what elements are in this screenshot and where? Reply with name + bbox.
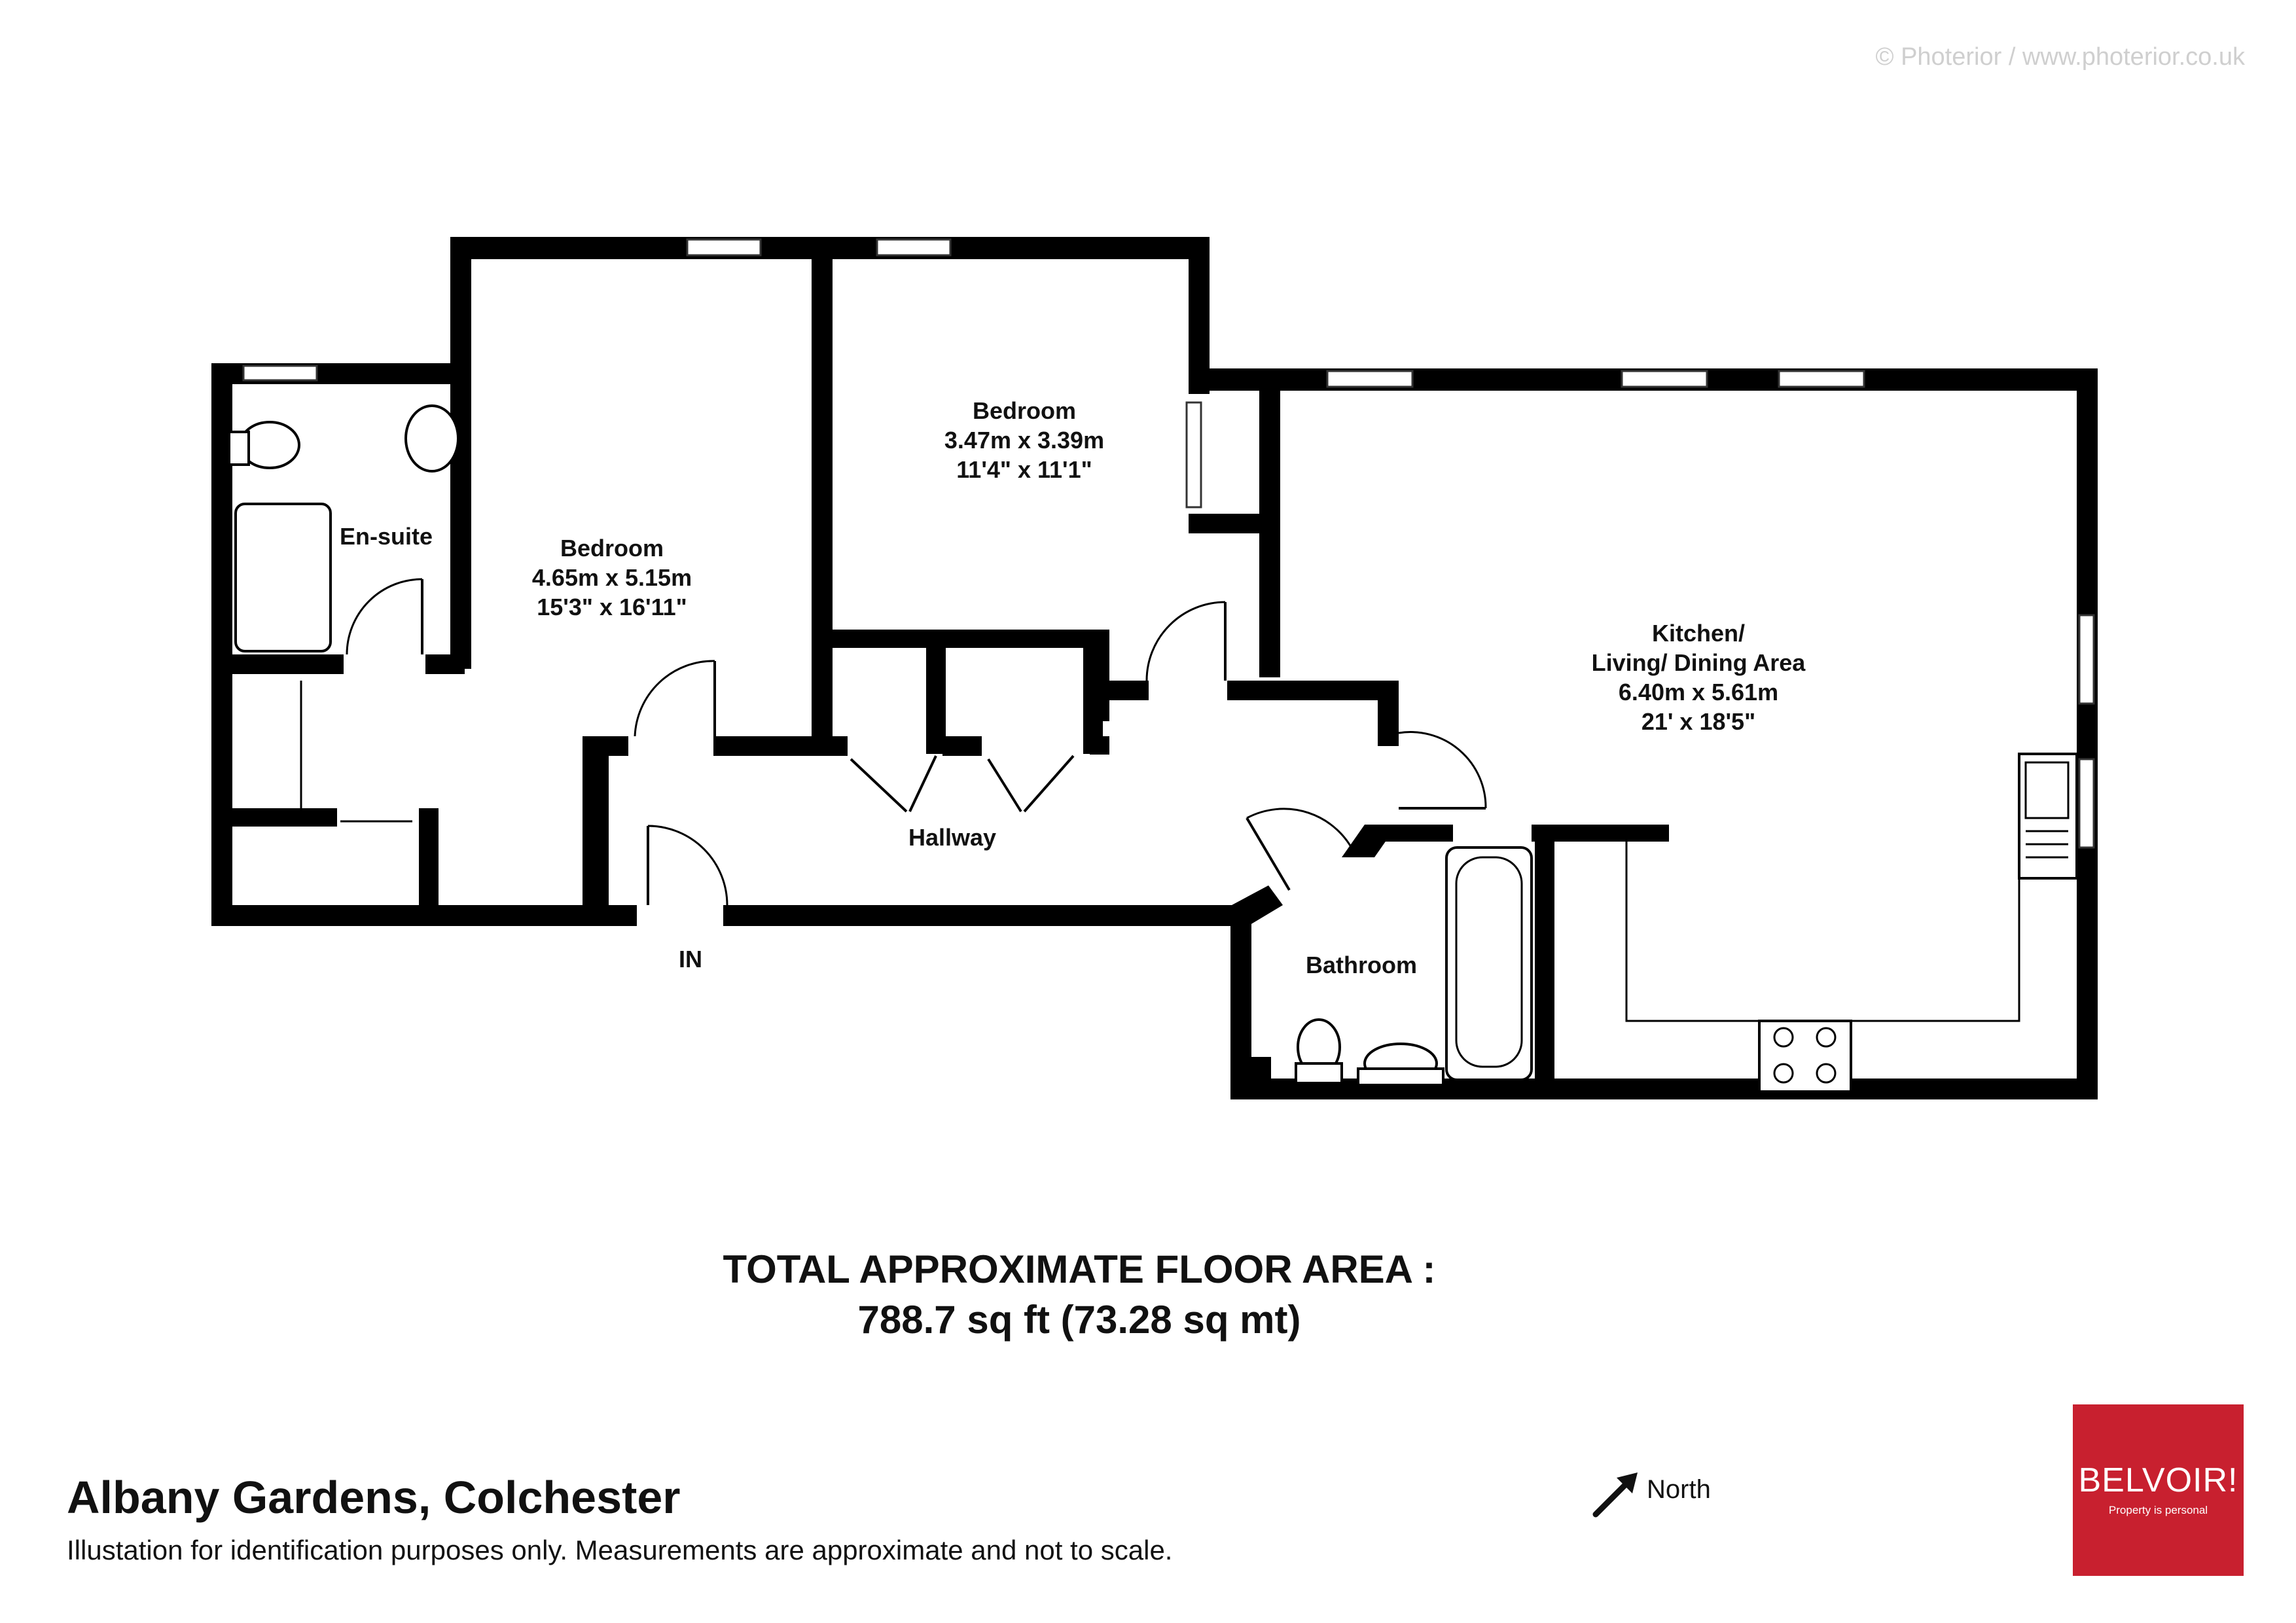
kitchen-name-line1: Kitchen/ <box>1652 620 1745 647</box>
bedroom-second-metric: 3.47m x 3.39m <box>944 427 1104 454</box>
walls <box>211 237 2098 1099</box>
hallway-name: Hallway <box>908 824 996 851</box>
bedroom-main-imperial: 15'3" x 16'11" <box>537 594 687 620</box>
kitchen-imperial: 21' x 18'5" <box>1641 708 1755 735</box>
bathroom-name: Bathroom <box>1306 952 1417 978</box>
north-label: North <box>1647 1475 1711 1504</box>
property-title: Albany Gardens, Colchester <box>67 1472 681 1523</box>
bedroom-second-imperial: 11'4" x 11'1" <box>956 456 1092 483</box>
doors <box>300 578 1487 906</box>
floor-area-heading: TOTAL APPROXIMATE FLOOR AREA : <box>723 1247 1436 1291</box>
logo-tagline: Property is personal <box>2108 1504 2208 1516</box>
fixtures <box>228 404 2078 1093</box>
bedroom-main-name: Bedroom <box>560 535 664 562</box>
bedroom-second-name: Bedroom <box>973 397 1076 424</box>
logo-name: BELVOIR! <box>2078 1461 2238 1499</box>
bathtub-icon <box>234 503 332 652</box>
kitchen-metric: 6.40m x 5.61m <box>1619 679 1778 705</box>
north-arrow-icon <box>1592 1472 1638 1518</box>
kitchen-name-line2: Living/ Dining Area <box>1592 649 1806 676</box>
basin-icon <box>404 404 459 473</box>
ensuite-name: En-suite <box>340 523 433 550</box>
disclaimer-text: Illustation for identification purposes … <box>67 1535 1173 1565</box>
belvoir-logo: BELVOIR! Property is personal <box>2073 1404 2244 1576</box>
floor-area-value: 788.7 sq ft (73.28 sq mt) <box>857 1298 1301 1342</box>
bedroom-main-metric: 4.65m x 5.15m <box>532 564 692 591</box>
copyright-notice: © Photerior / www.photerior.co.uk <box>1875 43 2245 71</box>
windows <box>242 238 2095 849</box>
entrance-label: IN <box>679 946 702 972</box>
bathtub-icon <box>1445 846 1533 1081</box>
hob-icon <box>1758 1020 1852 1093</box>
room-labels: Bedroom 4.65m x 5.15m 15'3" x 16'11" Bed… <box>340 397 1806 978</box>
